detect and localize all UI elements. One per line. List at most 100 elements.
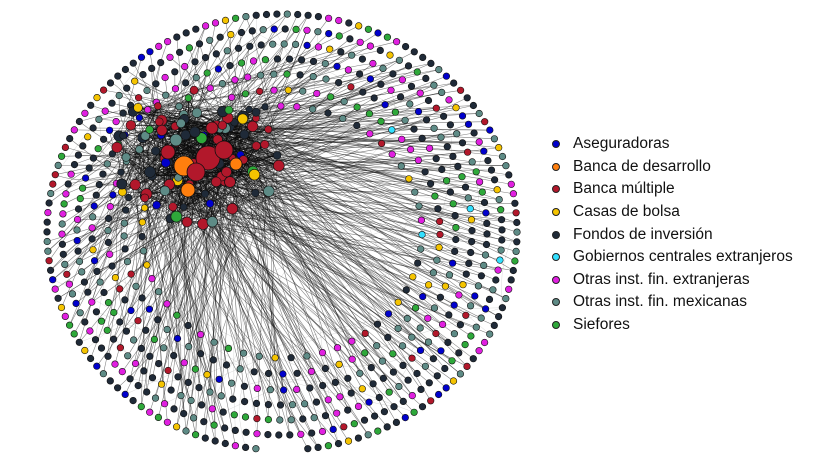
network-node	[240, 382, 248, 390]
network-node	[402, 42, 410, 51]
network-node	[146, 352, 154, 360]
network-node	[298, 56, 306, 64]
network-edge	[118, 135, 170, 185]
hub-node	[205, 121, 219, 135]
network-node	[419, 53, 427, 62]
legend-item: Siefores	[552, 314, 832, 337]
network-node	[223, 47, 231, 55]
network-node	[154, 316, 162, 324]
network-node	[206, 84, 214, 92]
network-node	[89, 246, 97, 254]
network-node	[309, 72, 317, 81]
network-node	[456, 370, 465, 378]
network-node	[389, 350, 397, 358]
network-node	[346, 35, 354, 43]
legend-item: Otras inst. fin. extranjeras	[552, 269, 832, 292]
network-node	[210, 338, 218, 346]
network-node	[364, 431, 372, 439]
network-node	[433, 256, 441, 264]
network-node	[379, 64, 387, 72]
network-edge	[212, 138, 423, 222]
network-edge	[188, 190, 270, 347]
network-node	[429, 269, 438, 277]
network-node	[272, 159, 285, 172]
network-node	[483, 219, 491, 227]
network-node	[43, 237, 51, 246]
network-node	[292, 25, 300, 34]
network-node	[476, 178, 484, 186]
network-node	[378, 139, 386, 148]
network-edge	[143, 221, 188, 371]
network-node	[260, 140, 270, 150]
network-edge	[209, 149, 225, 393]
network-node	[495, 313, 503, 321]
network-edge	[170, 218, 229, 349]
network-node	[210, 421, 218, 429]
network-node	[413, 68, 421, 76]
network-node	[126, 375, 134, 383]
network-node	[59, 210, 67, 218]
network-node	[251, 107, 261, 117]
network-node	[116, 285, 124, 293]
network-node	[494, 266, 502, 274]
network-node	[257, 41, 265, 49]
network-node	[152, 200, 161, 210]
network-node	[116, 178, 128, 190]
network-node	[133, 102, 143, 113]
network-node	[176, 48, 184, 56]
network-node	[84, 133, 92, 141]
network-node	[95, 181, 103, 189]
network-node	[174, 373, 182, 381]
network-edge	[178, 177, 403, 347]
network-node	[120, 219, 128, 227]
network-edge	[224, 181, 245, 402]
network-node	[70, 161, 79, 169]
network-node	[203, 371, 211, 379]
network-node	[469, 355, 477, 363]
network-node	[61, 312, 69, 321]
network-node	[249, 57, 258, 65]
network-edge	[159, 121, 231, 183]
network-edge	[185, 135, 208, 432]
network-node	[415, 202, 423, 210]
network-node	[464, 148, 472, 156]
network-node	[326, 45, 334, 53]
network-node	[122, 206, 130, 214]
network-node	[440, 112, 448, 120]
network-node	[280, 40, 288, 48]
network-edge	[158, 46, 421, 329]
network-node	[410, 48, 418, 56]
network-node	[116, 344, 124, 352]
network-node	[453, 130, 461, 138]
network-node	[370, 94, 378, 102]
network-node	[81, 318, 89, 326]
network-node	[74, 247, 82, 255]
network-node	[240, 349, 248, 357]
network-node	[140, 367, 148, 375]
network-node	[394, 324, 402, 333]
network-node	[121, 65, 129, 74]
network-node	[58, 220, 66, 228]
network-edge	[202, 223, 227, 366]
network-node	[181, 62, 189, 71]
network-node	[392, 418, 401, 427]
network-edge	[116, 147, 123, 185]
network-node	[85, 164, 93, 172]
network-node	[96, 278, 104, 286]
network-node	[151, 394, 160, 402]
network-node	[442, 384, 450, 392]
network-node	[275, 431, 283, 439]
network-node	[171, 68, 179, 76]
network-node	[492, 276, 500, 284]
network-node	[369, 380, 377, 388]
network-node	[87, 101, 95, 109]
network-edge	[132, 111, 217, 127]
network-node	[322, 75, 330, 83]
legend-item: Fondos de inversión	[552, 223, 832, 246]
network-node	[490, 135, 499, 143]
network-node	[348, 355, 356, 363]
network-node	[480, 198, 489, 207]
network-edge	[130, 125, 166, 159]
network-node	[216, 33, 224, 41]
network-node	[438, 88, 446, 96]
